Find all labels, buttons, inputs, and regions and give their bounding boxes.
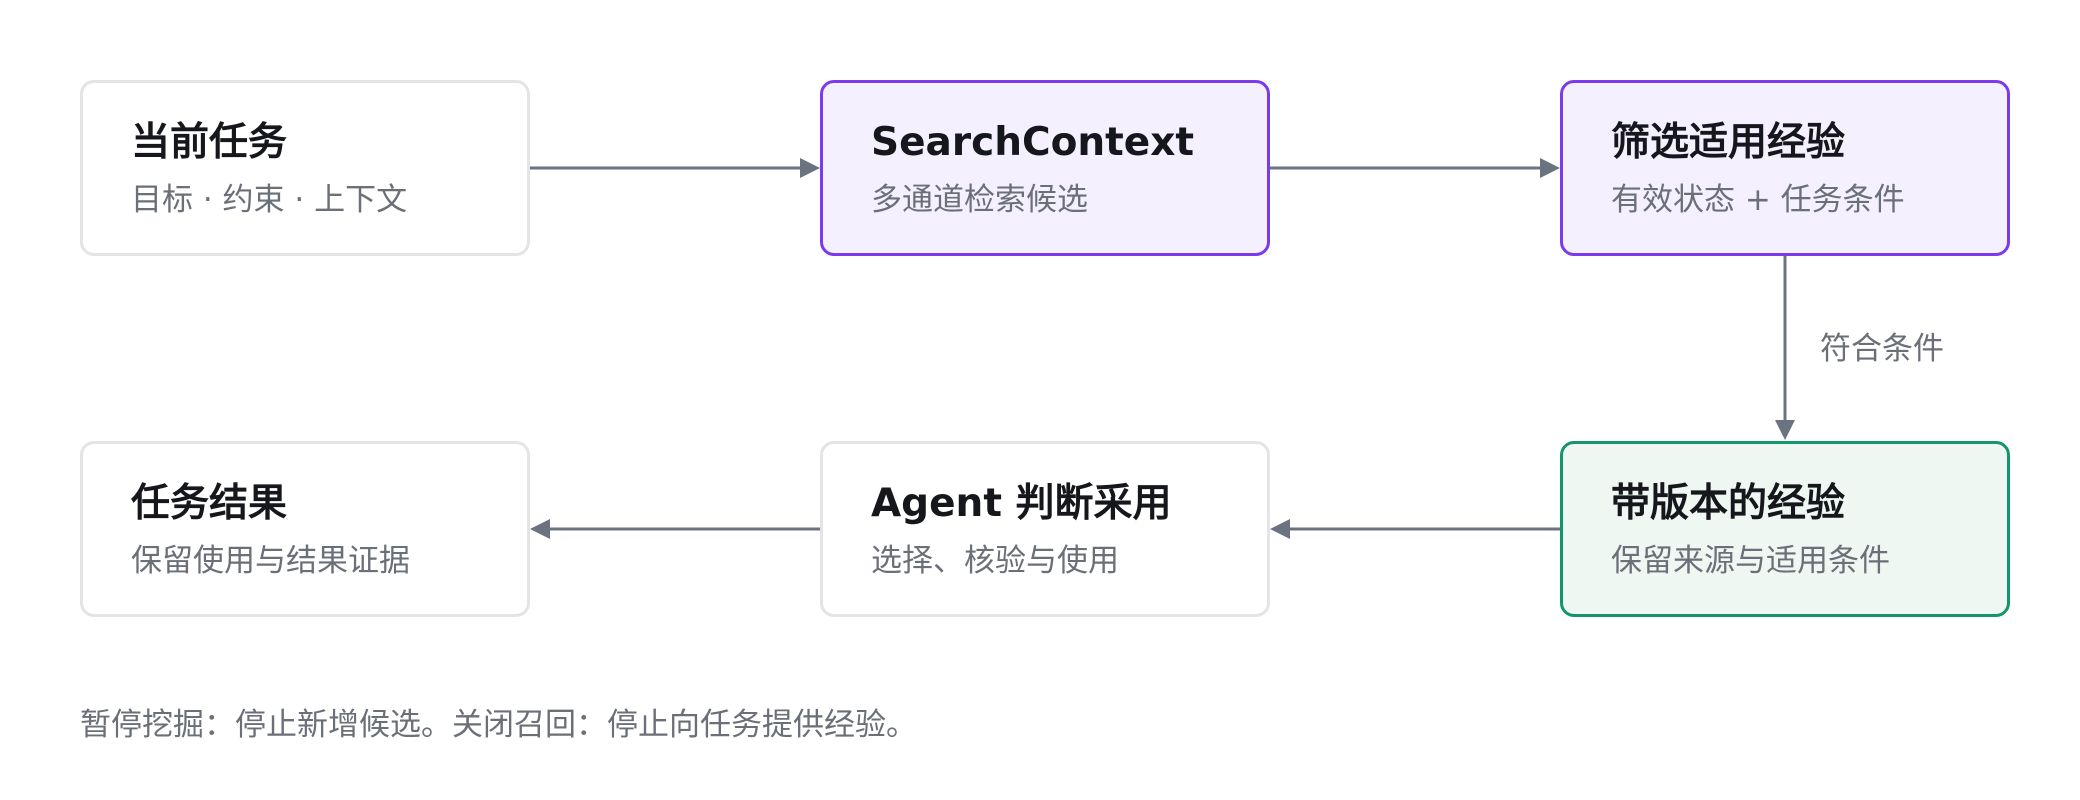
node-title: Agent 判断采用 — [871, 481, 1172, 526]
node-subtitle: 保留来源与适用条件 — [1611, 543, 1890, 579]
node-task-result: 任务结果 保留使用与结果证据 — [80, 441, 530, 617]
node-subtitle: 有效状态 + 任务条件 — [1611, 182, 1905, 218]
arrow-agent-to-result — [530, 519, 820, 539]
node-search-context: SearchContext 多通道检索候选 — [820, 80, 1270, 256]
arrow-versioned-to-agent — [1270, 519, 1560, 539]
node-current-task: 当前任务 目标 · 约束 · 上下文 — [80, 80, 530, 256]
edge-label-eligible: 符合条件 — [1820, 331, 1944, 367]
node-title: 任务结果 — [131, 481, 288, 526]
node-subtitle: 保留使用与结果证据 — [131, 543, 410, 579]
node-subtitle: 目标 · 约束 · 上下文 — [131, 182, 408, 218]
node-title: 筛选适用经验 — [1611, 120, 1846, 165]
node-filter-experience: 筛选适用经验 有效状态 + 任务条件 — [1560, 80, 2010, 256]
node-title: 带版本的经验 — [1611, 481, 1846, 526]
footnote: 暂停挖掘：停止新增候选。关闭召回：停止向任务提供经验。 — [80, 707, 917, 743]
node-versioned-experience: 带版本的经验 保留来源与适用条件 — [1560, 441, 2010, 617]
node-agent-decision: Agent 判断采用 选择、核验与使用 — [820, 441, 1270, 617]
arrow-filter-to-versioned — [1775, 256, 1795, 440]
node-title: 当前任务 — [131, 120, 288, 165]
arrow-current-to-search — [530, 158, 820, 178]
node-subtitle: 选择、核验与使用 — [871, 543, 1119, 579]
node-subtitle: 多通道检索候选 — [871, 182, 1088, 218]
node-title: SearchContext — [871, 120, 1195, 165]
arrow-search-to-filter — [1270, 158, 1560, 178]
